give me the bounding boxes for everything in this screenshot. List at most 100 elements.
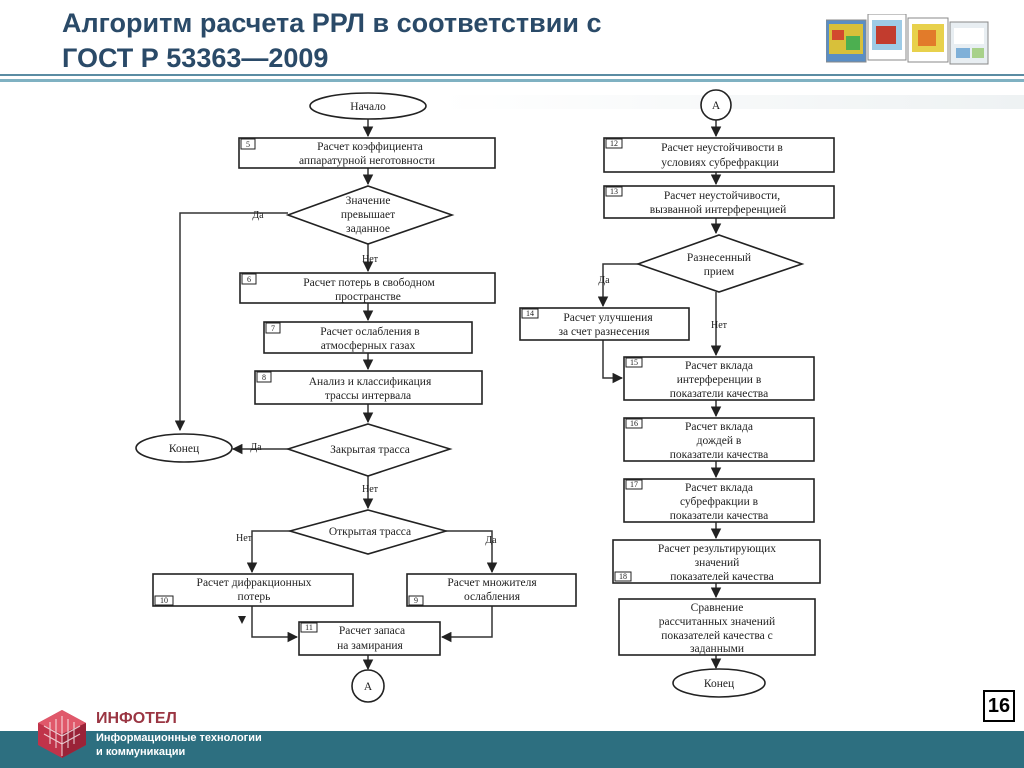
box-12-line-1: Расчет неустойчивости в [661, 142, 783, 154]
box-5-line-1: Расчет коэффициента [317, 141, 423, 153]
box-7-number: 7 [271, 324, 275, 333]
decision-1-line-2: превышает [341, 209, 395, 221]
box-19-line-4: заданными [690, 643, 744, 655]
title-line-1: Алгоритм расчета РРЛ в соответствии с [62, 8, 602, 38]
box-11-line-2: на замирания [337, 640, 403, 652]
box-15-line-1: Расчет вклада [685, 360, 753, 372]
box-7-line-1: Расчет ослабления в [320, 326, 420, 338]
box-15-number: 15 [630, 358, 638, 367]
brand-tagline-1: Информационные технологии [96, 732, 262, 744]
box-8-line-2: трассы интервала [325, 390, 411, 402]
box-16-line-3: показатели качества [670, 449, 768, 461]
box-13-line-2: вызванной интерференцией [650, 204, 787, 216]
decision-threshold: Значение превышает заданное [285, 185, 455, 245]
box-9-number: 9 [414, 596, 418, 605]
process-box-10: 10 Расчет дифракционных потерь [152, 573, 354, 607]
box-8-line-1: Анализ и классификация [309, 376, 432, 388]
connector-a-bottom-label: А [364, 681, 373, 693]
box-11-number: 11 [305, 623, 313, 632]
brand-name: ИНФОТЕЛ [96, 710, 177, 727]
end-left-label: Конец [169, 443, 199, 455]
box-8-number: 8 [262, 373, 266, 382]
edge-d3-yes-b9 [446, 530, 498, 574]
process-box-15: 15 Расчет вклада интерференции в показат… [623, 356, 815, 401]
page-number: 16 [983, 690, 1015, 722]
decision-3-label: Открытая трасса [329, 526, 411, 538]
start-label: Начало [350, 101, 386, 113]
header-rule-top [0, 74, 1024, 76]
decision-4-line-1: Разнесенный [687, 252, 751, 264]
process-box-11: 11 Расчет запаса на замирания [298, 621, 441, 656]
process-box-13: 13 Расчет неустойчивости, вызванной инте… [603, 185, 835, 219]
decision-open-path: Открытая трасса [287, 509, 449, 555]
box-6-line-2: пространстве [335, 291, 401, 303]
start-terminal: Начало [309, 92, 427, 120]
process-box-12: 12 Расчет неустойчивости в условиях субр… [603, 137, 835, 173]
scan-artifact-band [440, 95, 1024, 109]
box-5-number: 5 [246, 140, 250, 149]
screenshots-thumbnail-icon [826, 14, 989, 65]
box-6-number: 6 [247, 275, 251, 284]
decision-3-no-label: Нет [236, 533, 253, 544]
decision-1-yes-label: Да [252, 210, 264, 221]
decision-diversity: Разнесенный прием [635, 234, 805, 293]
box-19-line-1: Сравнение [691, 602, 744, 614]
process-box-9: 9 Расчет множителя ослабления [406, 573, 577, 607]
box-14-line-2: за счет разнесения [558, 326, 650, 338]
box-15-line-2: интерференции в [677, 374, 762, 386]
decision-1-line-1: Значение [346, 195, 391, 207]
process-box-19: Сравнение рассчитанных значений показате… [618, 598, 816, 656]
box-17-number: 17 [630, 480, 638, 489]
box-13-line-1: Расчет неустойчивости, [664, 190, 780, 202]
box-19-line-3: показателей качества с [661, 630, 773, 642]
slide-title: Алгоритм расчета РРЛ в соответствии с ГО… [62, 6, 802, 76]
decision-4-line-2: прием [704, 266, 735, 278]
decision-4-yes-label: Да [598, 275, 610, 286]
edge-b14-b15 [602, 340, 624, 384]
connector-a-top: А [700, 89, 732, 121]
box-17-line-3: показатели качества [670, 510, 768, 522]
edge-d4-yes-b14 [597, 263, 638, 308]
process-box-16: 16 Расчет вклада дождей в показатели кач… [623, 417, 815, 462]
edge-d1-yes-end [174, 212, 288, 432]
box-14-number: 14 [526, 309, 534, 318]
process-box-17: 17 Расчет вклада субрефракции в показате… [623, 478, 815, 523]
box-17-line-1: Расчет вклада [685, 482, 753, 494]
box-16-number: 16 [630, 419, 638, 428]
decision-closed-path: Закрытая трасса [285, 423, 453, 477]
edge-b9-b11 [440, 606, 493, 643]
box-10-line-1: Расчет дифракционных [197, 577, 312, 589]
box-18-line-3: показателей качества [670, 571, 774, 583]
process-box-18: 18 Расчет результирующих значений показа… [612, 539, 821, 584]
stray-arrow-mark [238, 616, 246, 624]
process-box-6: 6 Расчет потерь в свободном пространстве [239, 272, 496, 304]
process-box-5: 5 Расчет коэффициента аппаратурной негот… [238, 137, 496, 169]
end-right-label: Конец [704, 678, 734, 690]
box-18-line-1: Расчет результирующих [658, 543, 776, 555]
end-terminal-left: Конец [135, 433, 233, 463]
box-9-line-2: ослабления [464, 591, 521, 603]
box-14-line-1: Расчет улучшения [563, 312, 653, 324]
box-18-line-2: значений [695, 557, 740, 569]
header-rule-bottom [0, 79, 1024, 82]
decision-1-line-3: заданное [346, 223, 390, 235]
box-10-line-2: потерь [238, 591, 271, 603]
infotel-logo-icon [38, 710, 86, 758]
brand-tagline-2: и коммуникации [96, 746, 186, 758]
box-15-line-3: показатели качества [670, 388, 768, 400]
process-box-14: 14 Расчет улучшения за счет разнесения [519, 307, 690, 341]
box-17-line-2: субрефракции в [680, 496, 759, 508]
edge-b10-b11 [251, 606, 299, 643]
connector-a-bottom: А [351, 669, 385, 703]
title-line-2: ГОСТ Р 53363—2009 [62, 43, 329, 73]
box-18-number: 18 [619, 572, 627, 581]
box-12-number: 12 [610, 139, 618, 148]
process-box-8: 8 Анализ и классификация трассы интервал… [254, 370, 483, 405]
box-6-line-1: Расчет потерь в свободном [303, 277, 435, 289]
edge-d3-no-b10 [246, 530, 290, 574]
box-10-number: 10 [160, 596, 168, 605]
box-11-line-1: Расчет запаса [339, 625, 405, 637]
decision-3-yes-label: Да [485, 535, 497, 546]
decision-4-no-label: Нет [711, 320, 728, 331]
